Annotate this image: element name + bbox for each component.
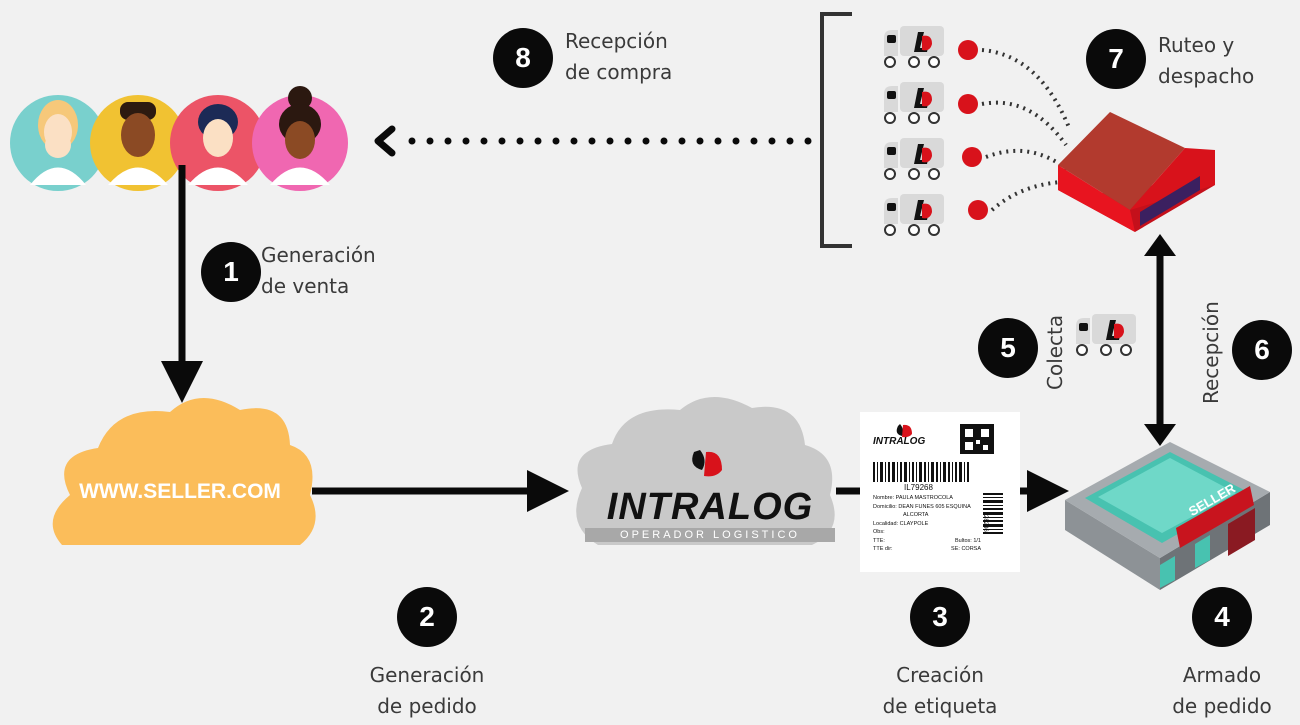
seller-store (1065, 442, 1270, 590)
intralog-cloud (576, 396, 835, 545)
label-brand: INTRALOG (873, 436, 926, 447)
step-3-badge: 3 (910, 587, 970, 647)
seller-url: WWW.SELLER.COM (79, 480, 281, 503)
fleet-trucks (883, 25, 1072, 236)
seller-cloud (52, 397, 316, 545)
step-2-badge: 2 (397, 587, 457, 647)
intralog-tagline: OPERADOR LOGISTICO (585, 528, 835, 542)
intralog-logo: INTRALOG (606, 486, 814, 528)
step-6-label: Recepción (1199, 301, 1223, 404)
step-1-badge: 1 (201, 242, 261, 302)
customers-avatars (10, 86, 348, 191)
fleet-bracket (820, 12, 852, 248)
step-6-badge: 6 (1232, 320, 1292, 380)
shipping-label (860, 412, 1020, 572)
step-5-label: Colecta (1043, 314, 1067, 390)
warehouse (1058, 112, 1215, 232)
label-code: IL79268 (904, 483, 933, 492)
label-details: Nombre: PAULA MASTROCOLA Domicilio: DEAN… (873, 495, 981, 552)
step-4-badge: 4 (1192, 587, 1252, 647)
step-8-badge: 8 (493, 28, 553, 88)
step-5-badge: 5 (978, 318, 1038, 378)
label-side-code: 28236 (982, 515, 988, 532)
step-7-badge: 7 (1086, 29, 1146, 89)
